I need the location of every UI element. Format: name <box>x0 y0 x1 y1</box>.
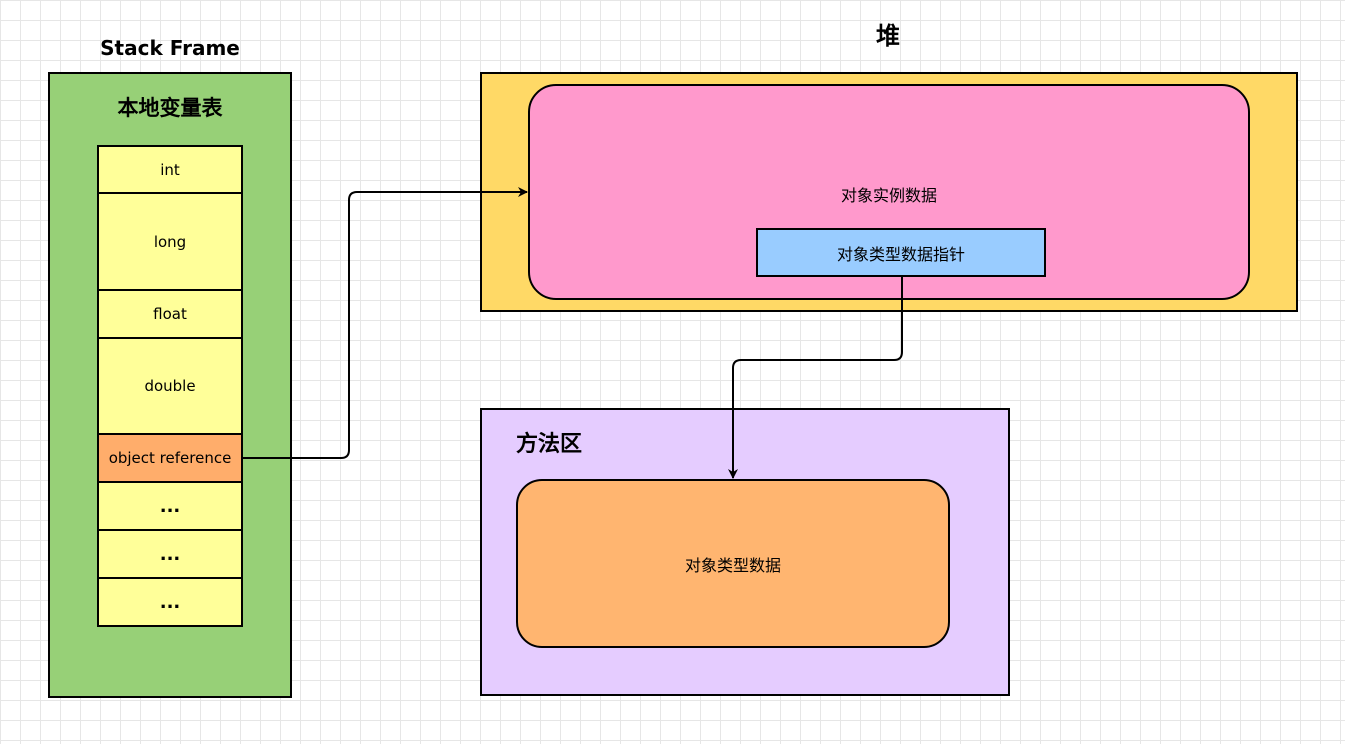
slot-object-reference: object reference <box>97 433 243 483</box>
method-area-title: 方法区 <box>516 432 583 457</box>
type-data-pointer-box: 对象类型数据指针 <box>756 228 1046 277</box>
local-variable-table-title: 本地变量表 <box>117 96 223 120</box>
stack-frame-title: Stack Frame <box>100 36 240 60</box>
object-type-data-box: 对象类型数据 <box>516 479 950 648</box>
slot-int: int <box>97 145 243 194</box>
heap-title: 堆 <box>876 22 900 50</box>
type-pointer-arrow <box>728 277 903 479</box>
object-instance-label: 对象实例数据 <box>840 186 937 205</box>
slot-long: long <box>97 192 243 291</box>
reference-arrow <box>243 187 528 459</box>
slot-ellipsis: ... <box>97 577 243 627</box>
slot-double: double <box>97 337 243 435</box>
